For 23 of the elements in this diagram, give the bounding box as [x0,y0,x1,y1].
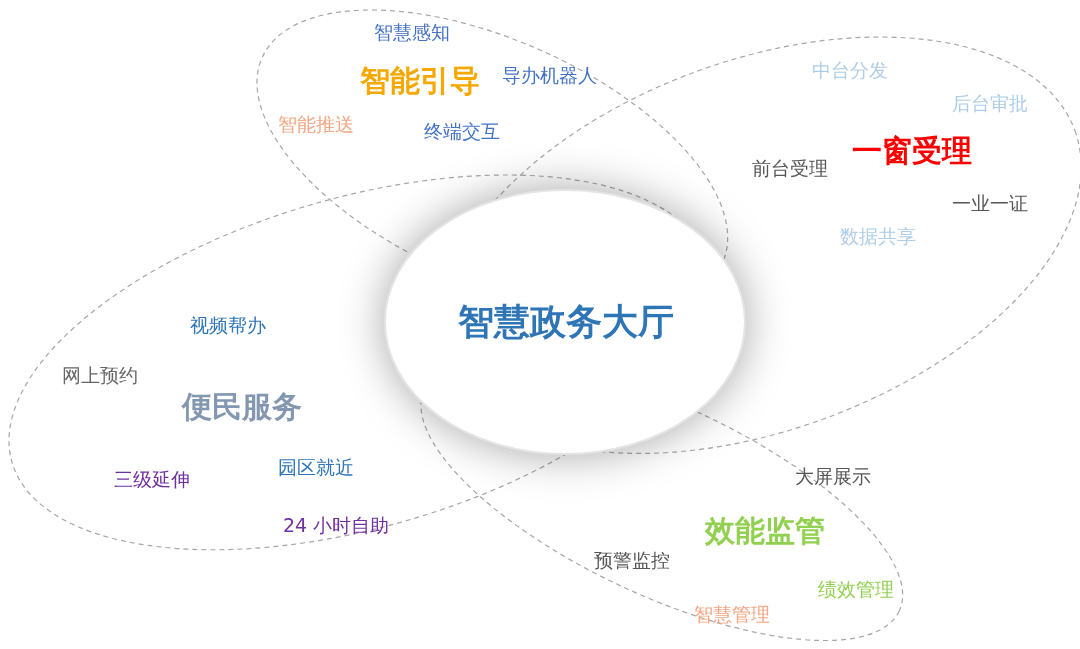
feature-label: 智能推送 [278,113,354,135]
category-heading: 智能引导 [360,63,480,97]
feature-label: 预警监控 [594,549,670,571]
feature-label: 智慧管理 [694,603,770,625]
feature-label: 数据共享 [840,225,916,247]
feature-label: 视频帮办 [190,314,266,336]
feature-label: 绩效管理 [818,578,894,600]
feature-label: 三级延伸 [114,468,190,490]
category-heading: 一窗受理 [852,133,972,167]
feature-label: 终端交互 [424,120,500,142]
category-heading: 便民服务 [182,389,302,423]
feature-label: 一业一证 [952,192,1028,214]
feature-label: 24 小时自助 [282,514,390,536]
feature-label: 中台分发 [812,59,888,81]
category-heading: 效能监管 [705,513,825,547]
feature-label: 前台受理 [752,157,828,179]
feature-label: 后台审批 [952,92,1028,114]
feature-label: 导办机器人 [502,64,598,86]
feature-label: 园区就近 [278,456,354,478]
center-title: 智慧政务大厅 [458,302,674,342]
feature-label: 大屏展示 [795,465,871,487]
feature-label: 网上预约 [62,364,138,386]
feature-label: 智慧感知 [374,21,450,43]
